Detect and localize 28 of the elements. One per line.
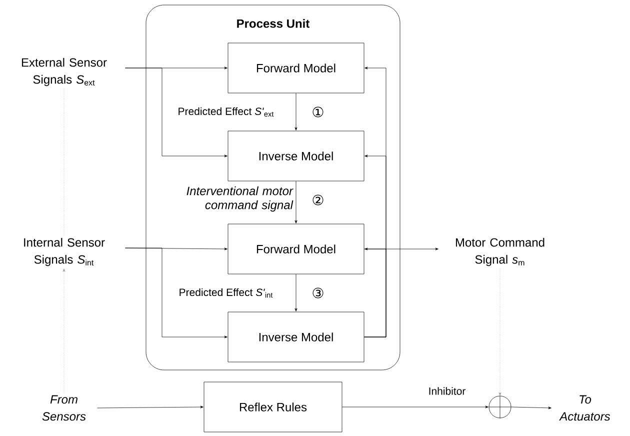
signal-label: To Actuators (559, 395, 610, 421)
edge-label: Predicted Effect S'$_{int}$ (180, 288, 273, 298)
signal-label: Internal Sensor Signals S$_{int}$ (24, 238, 105, 266)
signal-label: Motor Command Signal s$_{m}$ (456, 238, 544, 266)
step-number: ② (312, 194, 324, 206)
arrow (294, 274, 298, 312)
step-number: ① (312, 106, 324, 118)
model-box: Forward Model (228, 224, 364, 274)
edge-label: Inhibitor (429, 387, 466, 395)
arrow (364, 248, 386, 338)
arrow (125, 68, 228, 158)
arrow (294, 93, 298, 130)
signal-label: From Sensors (42, 395, 86, 421)
signal-label: External Sensor Signals S$_{ext}$ (22, 58, 107, 86)
summing-junction (488, 396, 512, 418)
arrow (364, 248, 438, 250)
step-number: ③ (312, 288, 324, 298)
model-box: Inverse Model (228, 130, 364, 182)
edge-label: Predicted Effect S'$_{ext}$ (178, 107, 274, 117)
model-box: Inverse Model (228, 312, 364, 362)
arrow (125, 248, 228, 338)
arrow (342, 406, 488, 408)
edge-label: Interventional motor command signal (186, 186, 294, 212)
rules-box: Reflex Rules (204, 382, 342, 432)
model-box: Forward Model (228, 42, 364, 94)
arrow (294, 181, 298, 224)
arrow (511, 406, 552, 410)
arrow (97, 406, 204, 408)
